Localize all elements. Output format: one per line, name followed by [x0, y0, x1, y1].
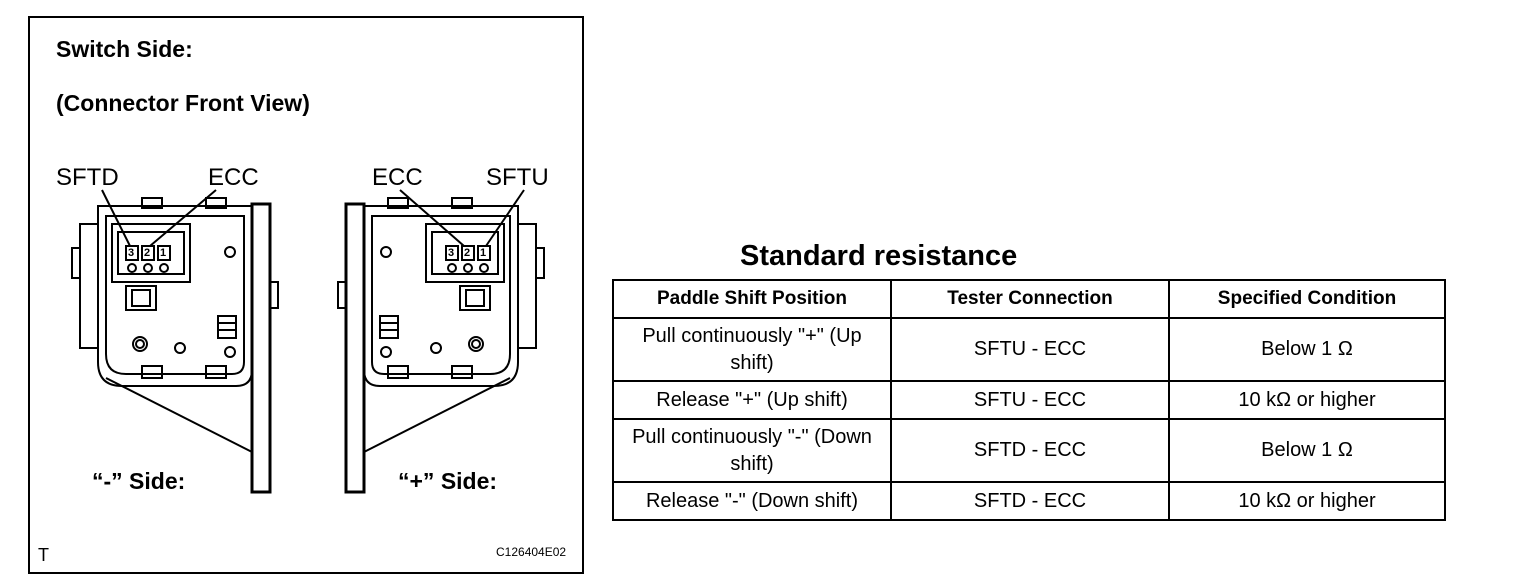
- table-row: Pull continuously "-" (Down shift) SFTD …: [612, 418, 1446, 483]
- cell-condition: 10 kΩ or higher: [1168, 481, 1446, 521]
- right-connector-body: [337, 189, 545, 494]
- left-pin-number: 2: [144, 247, 151, 259]
- right-pin-label-sftu: SFTU: [486, 164, 549, 191]
- table-title: Standard resistance: [740, 240, 1018, 272]
- connector-view-label: (Connector Front View): [56, 90, 310, 116]
- plus-side-label: “+” Side:: [398, 468, 498, 494]
- cell-position: Release "+" (Up shift): [612, 380, 892, 420]
- cell-connection: SFTU - ECC: [890, 317, 1170, 382]
- table-header-row: Paddle Shift Position Tester Connection …: [612, 279, 1446, 319]
- cell-position: Pull continuously "-" (Down shift): [612, 418, 892, 483]
- cell-condition: 10 kΩ or higher: [1168, 380, 1446, 420]
- minus-side-label: “-” Side:: [92, 468, 186, 494]
- right-pin-number: 2: [464, 247, 471, 259]
- right-pin-number: 3: [448, 247, 455, 259]
- left-connector-body: [71, 189, 279, 494]
- right-pin-label-ecc: ECC: [372, 164, 423, 191]
- corner-mark: T: [38, 545, 49, 565]
- cell-condition: Below 1 Ω: [1168, 418, 1446, 483]
- cell-connection: SFTD - ECC: [890, 481, 1170, 521]
- right-pin-number: 1: [480, 247, 487, 259]
- left-pin-number: 3: [128, 247, 135, 259]
- switch-side-label: Switch Side:: [56, 36, 193, 62]
- header-tester-connection: Tester Connection: [890, 279, 1170, 319]
- figure-code: C126404E02: [496, 545, 567, 559]
- left-pin-label-sftd: SFTD: [56, 164, 119, 191]
- cell-position: Pull continuously "+" (Up shift): [612, 317, 892, 382]
- cell-condition: Below 1 Ω: [1168, 317, 1446, 382]
- connector-figure: Switch Side: (Connector Front View) SFTD…: [28, 16, 584, 574]
- left-pin-label-ecc: ECC: [208, 164, 259, 191]
- header-paddle-shift-position: Paddle Shift Position: [612, 279, 892, 319]
- header-specified-condition: Specified Condition: [1168, 279, 1446, 319]
- table-row: Release "+" (Up shift) SFTU - ECC 10 kΩ …: [612, 380, 1446, 420]
- connector-drawing: [71, 189, 545, 494]
- table-row: Pull continuously "+" (Up shift) SFTU - …: [612, 317, 1446, 382]
- cell-position: Release "-" (Down shift): [612, 481, 892, 521]
- left-pin-number: 1: [160, 247, 167, 259]
- cell-connection: SFTU - ECC: [890, 380, 1170, 420]
- cell-connection: SFTD - ECC: [890, 418, 1170, 483]
- resistance-table: Paddle Shift Position Tester Connection …: [612, 279, 1446, 521]
- table-row: Release "-" (Down shift) SFTD - ECC 10 k…: [612, 481, 1446, 521]
